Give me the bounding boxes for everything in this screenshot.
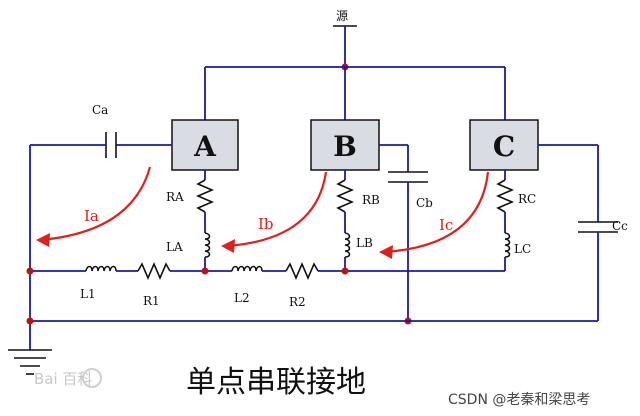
lc-label: LC bbox=[514, 242, 531, 256]
block-c-label: C bbox=[493, 130, 515, 163]
lb-label: LB bbox=[356, 236, 373, 250]
current-ib-arrow bbox=[225, 171, 328, 248]
r2-resistor bbox=[285, 261, 319, 281]
la-label: LA bbox=[166, 240, 183, 254]
r1-label: R1 bbox=[143, 294, 160, 308]
r2-label: R2 bbox=[289, 295, 306, 309]
baidu-watermark: Bai 百科 bbox=[34, 368, 102, 388]
ra-label: RA bbox=[166, 190, 184, 204]
current-ic-arrow bbox=[383, 171, 490, 254]
block-b bbox=[310, 119, 380, 171]
chain-junction-a-dot bbox=[201, 267, 209, 275]
rb-resistor bbox=[335, 179, 355, 213]
rc-label: RC bbox=[518, 192, 536, 206]
block-c bbox=[469, 119, 539, 171]
cb-label: Cb bbox=[416, 196, 433, 210]
l1-label: L1 bbox=[80, 287, 96, 301]
watermark-text: Bai 百科 bbox=[34, 370, 92, 388]
block-a bbox=[171, 119, 239, 171]
lc-inductor bbox=[504, 232, 511, 258]
ground-bus-left-dot bbox=[26, 317, 34, 325]
l1-inductor bbox=[85, 265, 117, 272]
current-ia-arrowhead bbox=[36, 233, 50, 247]
l2-label: L2 bbox=[234, 291, 250, 305]
rb-label: RB bbox=[362, 193, 380, 207]
la-inductor bbox=[204, 232, 211, 258]
chain-junction-left-dot bbox=[26, 267, 34, 275]
block-a-label: A bbox=[193, 130, 217, 163]
current-ia-label: Ia bbox=[84, 207, 99, 225]
current-ib-arrowhead bbox=[221, 239, 235, 253]
current-ic-arrowhead bbox=[379, 245, 393, 259]
current-ib-label: Ib bbox=[258, 215, 274, 233]
ra-resistor bbox=[195, 179, 215, 213]
baidu-paw-icon bbox=[82, 368, 102, 388]
rc-resistor bbox=[495, 179, 515, 213]
ca-label: Ca bbox=[92, 103, 108, 117]
diagram-title: 单点串联接地 bbox=[186, 365, 366, 400]
r1-resistor bbox=[137, 261, 171, 281]
chain-junction-b-dot bbox=[341, 267, 349, 275]
csdn-credit: CSDN @老秦和梁思考 bbox=[448, 392, 590, 408]
current-ia-arrow bbox=[39, 166, 152, 242]
current-ic-label: Ic bbox=[439, 216, 453, 234]
cc-label: Cc bbox=[612, 219, 628, 233]
source-label: 源 bbox=[336, 9, 348, 23]
l2-inductor bbox=[231, 265, 263, 272]
block-b-label: B bbox=[333, 130, 357, 163]
lb-inductor bbox=[344, 232, 351, 258]
